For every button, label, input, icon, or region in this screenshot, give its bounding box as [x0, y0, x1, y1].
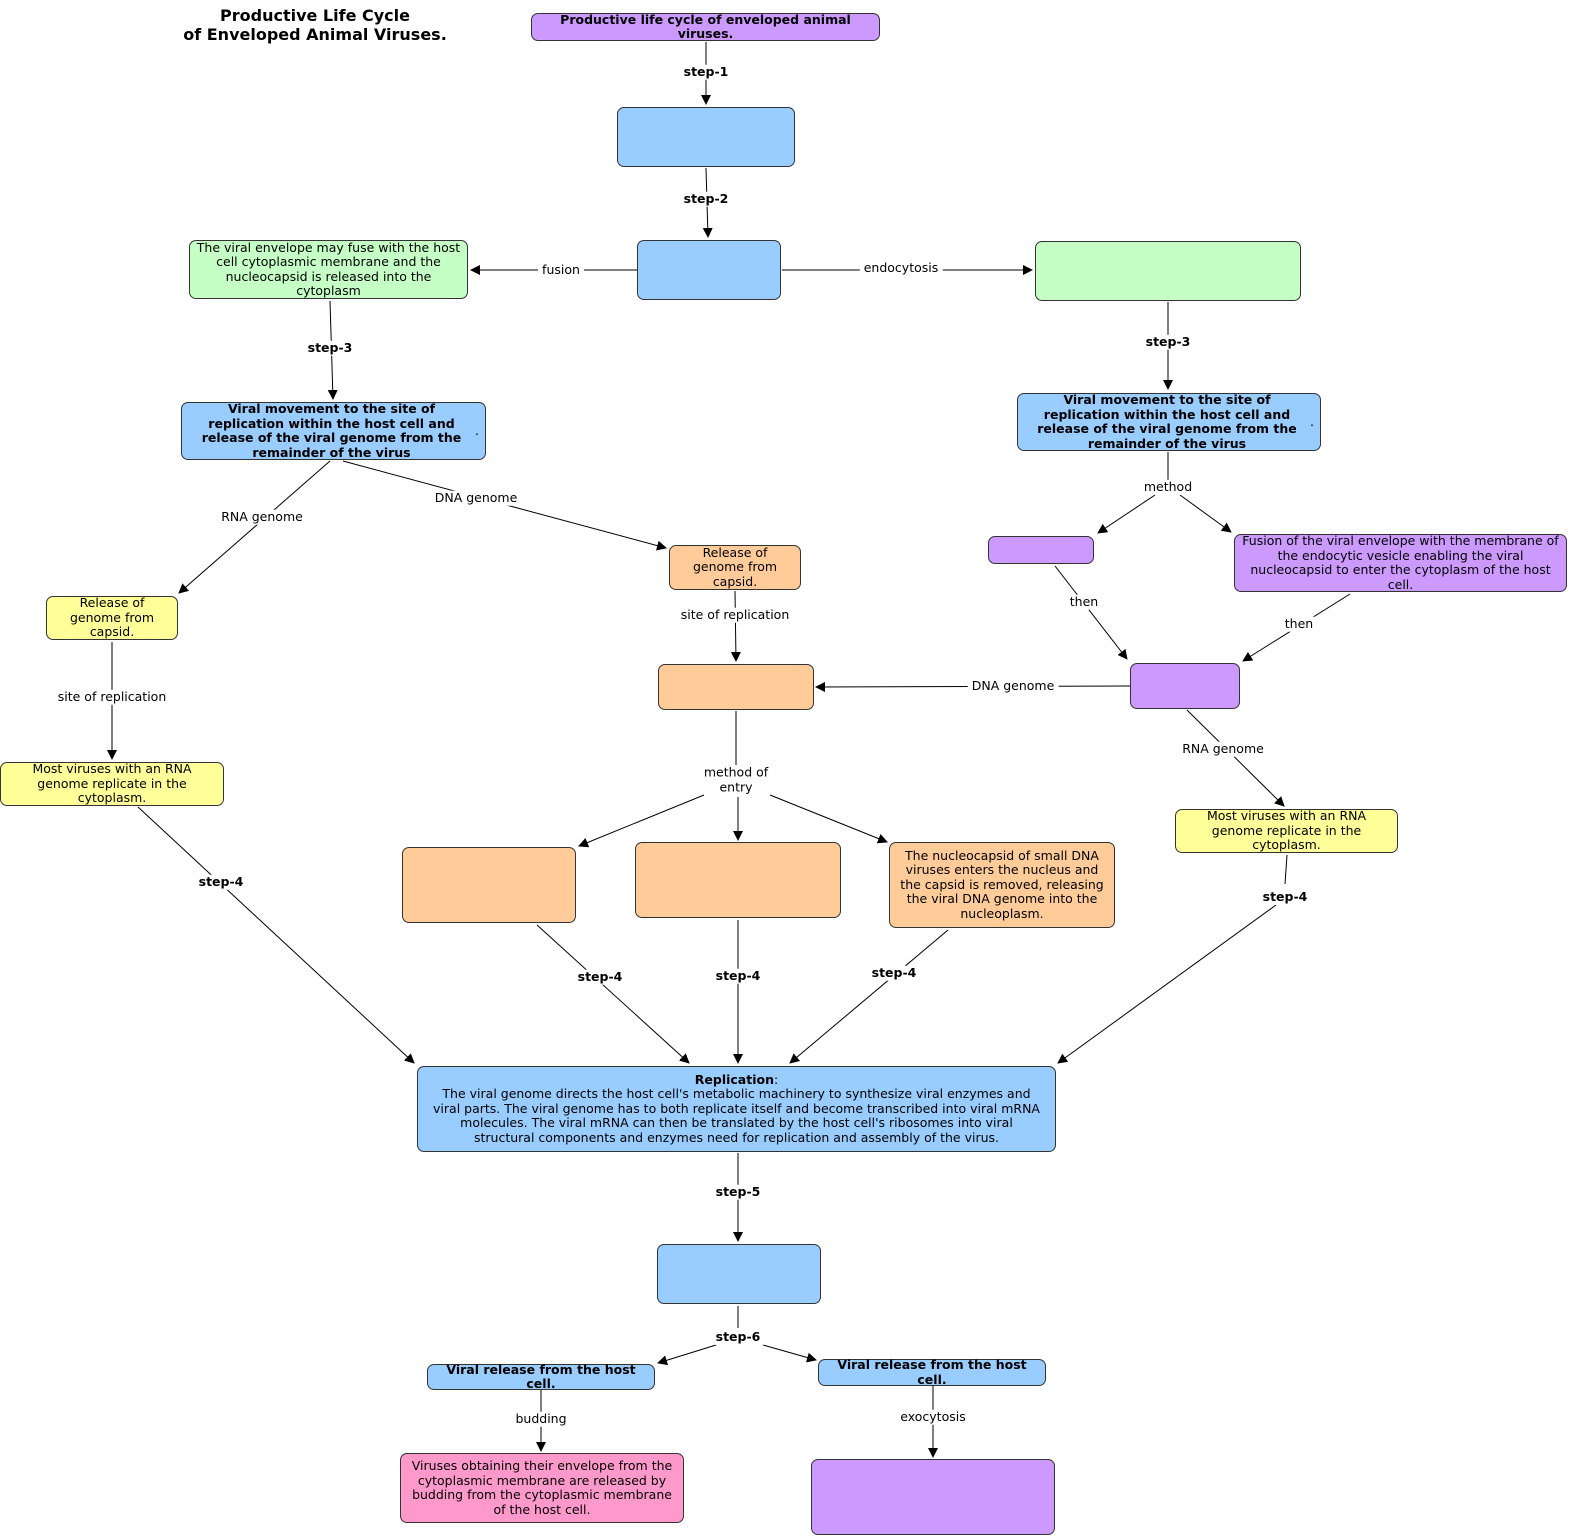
- label-step3-right: step-3: [1141, 334, 1195, 350]
- label-dna-genome-left: DNA genome: [430, 490, 522, 506]
- label-step5: step-5: [711, 1184, 765, 1200]
- link-step4-a: [536, 924, 690, 1064]
- node-method-small: [988, 536, 1094, 564]
- node-rna-cytoplasm-right: Most viruses with an RNA genome replicat…: [1175, 809, 1398, 853]
- label-step2: step-2: [679, 191, 733, 207]
- diagram-title-line2: of Enveloped Animal Viruses.: [183, 25, 447, 44]
- link-step4-right: [1284, 854, 1288, 885]
- label-step4-b: step-4: [711, 968, 765, 984]
- link-movement-rna: [178, 460, 331, 594]
- label-dna-genome-right: DNA genome: [967, 678, 1059, 694]
- label-then-right: then: [1280, 616, 1318, 632]
- label-step4-right: step-4: [1258, 889, 1312, 905]
- diagram-title: Productive Life Cycle of Enveloped Anima…: [160, 6, 470, 44]
- link-step6-left: [657, 1344, 717, 1366]
- link-step4-left: [137, 806, 415, 1064]
- node-movement-left-text: Viral movement to the site of replicatio…: [201, 401, 462, 460]
- node-release-capsid-mid: Release of genome from capsid.: [669, 545, 801, 590]
- node-movement-right-text: Viral movement to the site of replicatio…: [1037, 392, 1297, 451]
- node-fusion-entry: The viral envelope may fuse with the hos…: [189, 240, 468, 299]
- node-rna-cytoplasm-left: Most viruses with an RNA genome replicat…: [0, 762, 224, 806]
- label-rna-genome-right: RNA genome: [1178, 741, 1268, 757]
- label-then-left: then: [1065, 594, 1103, 610]
- replication-body: The viral genome directs the host cell's…: [433, 1086, 1040, 1145]
- node-entry-c: The nucleocapsid of small DNA viruses en…: [889, 842, 1115, 928]
- node-release-capsid-left: Release of genome from capsid.: [46, 596, 178, 640]
- diagram-title-line1: Productive Life Cycle: [220, 6, 410, 25]
- link-entry-c: [769, 794, 888, 844]
- label-site-of-replication-left: site of replication: [53, 689, 171, 705]
- link-site-mid: [730, 590, 741, 662]
- node-fusion-vesicle: Fusion of the viral envelope with the me…: [1234, 533, 1567, 592]
- node-attachment: [617, 107, 795, 167]
- replication-text: Replication:The viral genome directs the…: [433, 1071, 1040, 1145]
- label-step1: step-1: [679, 64, 733, 80]
- node-right-cytoplasm: [1130, 663, 1240, 709]
- label-step3-left: step-3: [303, 340, 357, 356]
- link-step4-right-b: [1057, 904, 1277, 1064]
- label-step6: step-6: [711, 1329, 765, 1345]
- label-fusion: fusion: [538, 262, 584, 278]
- link-rna-right: [1186, 709, 1285, 807]
- node-movement-right: Viral movement to the site of replicatio…: [1017, 392, 1321, 451]
- label-budding: budding: [511, 1411, 571, 1427]
- node-movement-left: Viral movement to the site of replicatio…: [181, 401, 486, 460]
- node-budding-result: Viruses obtaining their envelope from th…: [400, 1453, 684, 1523]
- node-entry-b: [635, 842, 841, 918]
- node-exocytosis-result: [811, 1459, 1055, 1535]
- label-site-of-replication-mid: site of replication: [676, 607, 794, 623]
- link-method-fusion: [1179, 494, 1232, 533]
- link-entry-a: [578, 794, 705, 848]
- node-replication: Replication:The viral genome directs the…: [417, 1066, 1056, 1152]
- node-assembly: [657, 1244, 821, 1304]
- label-method-of-entry: method of entry: [699, 765, 773, 795]
- link-then-left: [1054, 565, 1128, 660]
- replication-title: Replication: [694, 1071, 774, 1087]
- node-entry-a: [402, 847, 576, 923]
- label-endocytosis: endocytosis: [859, 260, 943, 276]
- node-root: Productive life cycle of enveloped anima…: [531, 12, 880, 41]
- label-step4-c: step-4: [867, 965, 921, 981]
- link-step4-c: [789, 929, 949, 1064]
- node-nucleus-site: [658, 664, 814, 710]
- link-method-small: [1097, 494, 1156, 534]
- label-step4-left: step-4: [194, 874, 248, 890]
- node-entry: [637, 240, 781, 300]
- node-release-right: Viral release from the host cell.: [818, 1357, 1046, 1386]
- label-method: method: [1139, 479, 1197, 495]
- label-exocytosis: exocytosis: [896, 1409, 970, 1425]
- label-step4-a: step-4: [573, 969, 627, 985]
- node-endocytosis-entry: [1035, 241, 1301, 301]
- link-step6-right: [762, 1344, 817, 1363]
- node-release-left: Viral release from the host cell.: [427, 1362, 655, 1391]
- label-rna-genome-left: RNA genome: [217, 509, 307, 525]
